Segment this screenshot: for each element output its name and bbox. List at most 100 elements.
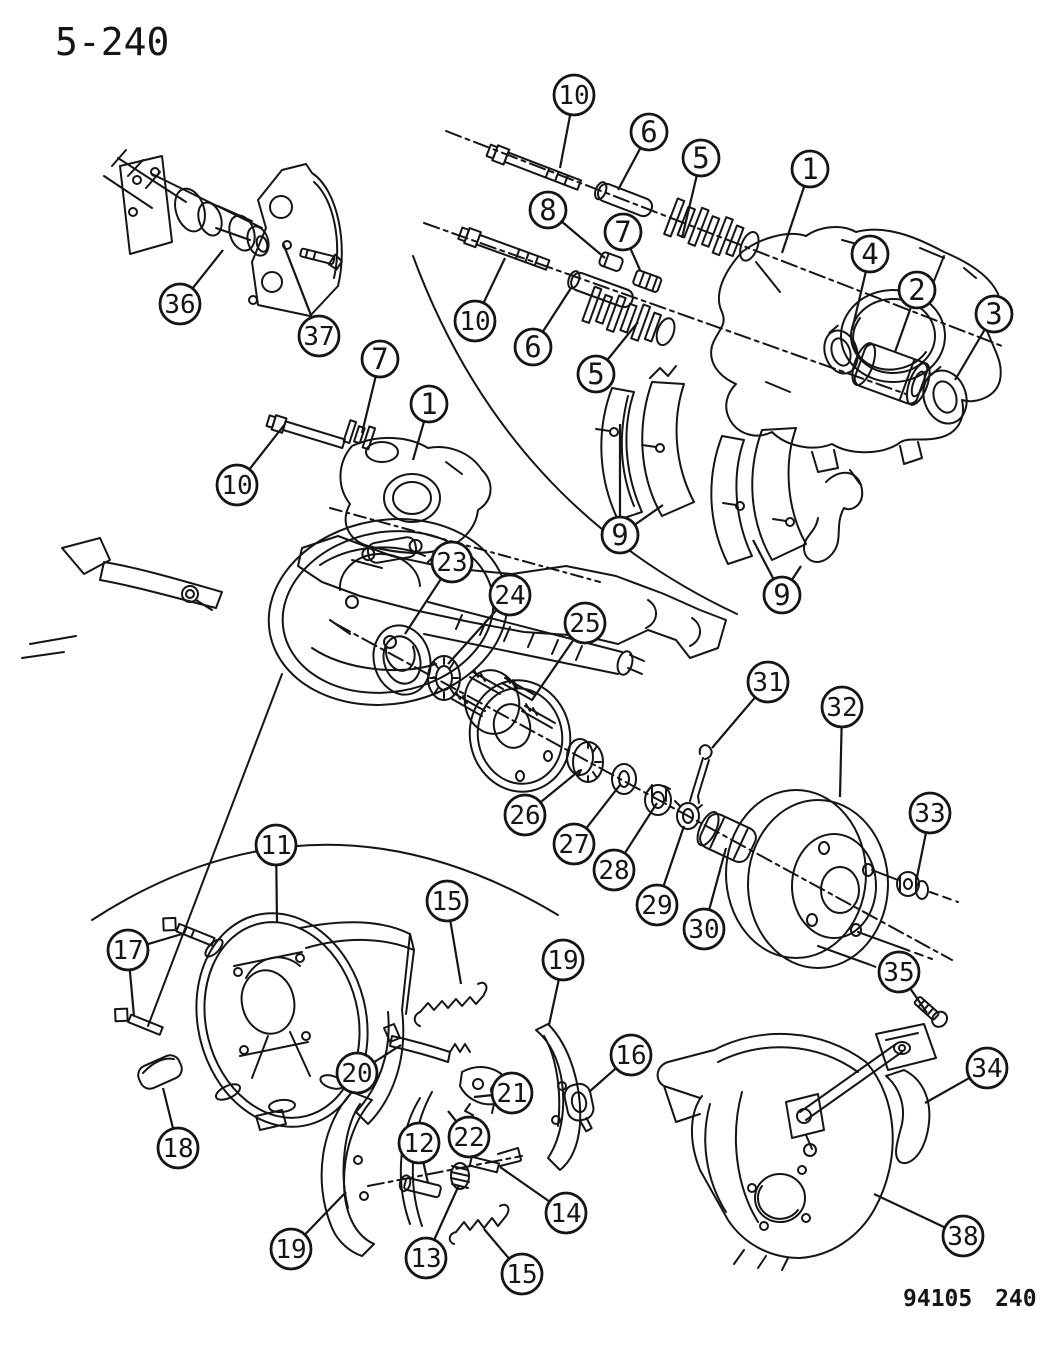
callout-33: 33 bbox=[908, 791, 952, 835]
callout-leader-2 bbox=[893, 306, 913, 353]
brake-pads-9a bbox=[595, 365, 695, 521]
callout-1: 1 bbox=[790, 149, 830, 189]
callout-16: 16 bbox=[609, 1033, 653, 1077]
adjuster-spring-15b bbox=[448, 1203, 510, 1245]
svg-text:21: 21 bbox=[496, 1079, 527, 1109]
svg-text:6: 6 bbox=[640, 115, 657, 149]
svg-text:35: 35 bbox=[883, 958, 914, 988]
callout-17: 17 bbox=[106, 928, 150, 972]
callout-leader-10 bbox=[482, 257, 506, 304]
framing-arcs bbox=[91, 255, 738, 1027]
callout-leader-19 bbox=[547, 979, 560, 1026]
return-spring-15a bbox=[413, 981, 488, 1027]
callout-leader-7 bbox=[629, 247, 642, 271]
callout-37: 37 bbox=[297, 314, 341, 358]
callout-leader-28 bbox=[623, 802, 658, 854]
piston-boot-3 bbox=[922, 365, 968, 425]
svg-text:37: 37 bbox=[303, 322, 334, 352]
callout-leader-17 bbox=[146, 932, 183, 946]
callout-15: 15 bbox=[425, 879, 469, 923]
svg-text:15: 15 bbox=[506, 1260, 537, 1290]
callout-leader-7 bbox=[360, 376, 377, 434]
svg-text:29: 29 bbox=[641, 891, 672, 921]
svg-text:27: 27 bbox=[558, 830, 589, 860]
svg-text:5: 5 bbox=[587, 357, 604, 391]
caliper-1 bbox=[710, 226, 1002, 485]
svg-text:1: 1 bbox=[801, 152, 818, 186]
callout-9: 9 bbox=[762, 575, 802, 615]
svg-text:11: 11 bbox=[260, 831, 291, 861]
splash-shield-38 bbox=[656, 1032, 903, 1271]
strut-bracket-34 bbox=[875, 1023, 937, 1164]
piston-seal-4 bbox=[823, 324, 859, 375]
svg-text:2: 2 bbox=[908, 273, 925, 307]
adjuster-clevis-14 bbox=[468, 1147, 522, 1174]
callout-6: 6 bbox=[513, 327, 553, 367]
callout-32: 32 bbox=[820, 685, 864, 729]
callout-19: 19 bbox=[269, 1227, 313, 1271]
svg-text:10: 10 bbox=[221, 471, 252, 501]
callout-leader-17 bbox=[128, 969, 136, 1017]
svg-text:6: 6 bbox=[524, 330, 541, 364]
callout-1: 1 bbox=[409, 384, 449, 424]
callout-leader-37 bbox=[281, 242, 313, 318]
svg-text:10: 10 bbox=[459, 307, 490, 337]
callout-leader-32 bbox=[838, 726, 843, 798]
callout-23: 23 bbox=[430, 540, 474, 584]
mounting-screw-17a bbox=[162, 916, 216, 947]
callout-35: 35 bbox=[877, 950, 921, 994]
callout-leader-12 bbox=[422, 1162, 430, 1184]
callout-leader-34 bbox=[924, 1076, 971, 1104]
callout-leader-10 bbox=[248, 423, 286, 470]
thrust-washer-27 bbox=[611, 763, 637, 795]
callout-21: 21 bbox=[490, 1071, 534, 1115]
svg-text:18: 18 bbox=[162, 1134, 193, 1164]
callout-leader-19 bbox=[304, 1191, 347, 1236]
callout-34: 34 bbox=[965, 1046, 1009, 1090]
parking-strut-20 bbox=[383, 1023, 471, 1063]
callout-10: 10 bbox=[215, 463, 259, 507]
callout-10: 10 bbox=[453, 299, 497, 343]
callout-leader-15 bbox=[483, 1228, 510, 1260]
callout-leader-31 bbox=[711, 696, 756, 749]
callout-5: 5 bbox=[681, 138, 721, 178]
callout-22: 22 bbox=[447, 1115, 491, 1159]
svg-text:34: 34 bbox=[971, 1054, 1002, 1084]
svg-text:9: 9 bbox=[773, 578, 790, 612]
bearing-24 bbox=[427, 655, 461, 701]
callout-6: 6 bbox=[629, 112, 669, 152]
callout-leader-9 bbox=[634, 504, 664, 526]
bearing-26 bbox=[566, 738, 604, 783]
callout-leader-5 bbox=[680, 175, 698, 239]
svg-text:23: 23 bbox=[436, 548, 467, 578]
svg-text:16: 16 bbox=[615, 1041, 646, 1071]
callout-leader-25 bbox=[531, 638, 575, 701]
svg-text:20: 20 bbox=[341, 1059, 372, 1089]
callout-12: 12 bbox=[397, 1121, 441, 1165]
callout-7: 7 bbox=[603, 212, 643, 252]
axle-flange-36 bbox=[119, 155, 270, 257]
wheel-cylinder-boot-16 bbox=[563, 1082, 595, 1133]
callout-leader-29 bbox=[662, 825, 686, 887]
svg-text:33: 33 bbox=[914, 799, 945, 829]
callout-14: 14 bbox=[544, 1191, 588, 1235]
svg-text:9: 9 bbox=[611, 518, 628, 552]
callout-29: 29 bbox=[635, 883, 679, 927]
grease-seal-23 bbox=[372, 624, 432, 696]
brake-pads-9b bbox=[710, 427, 864, 565]
callout-leader-38 bbox=[873, 1193, 946, 1229]
callout-2: 2 bbox=[897, 270, 937, 310]
doc-code: 94105 240 bbox=[903, 1286, 1037, 1312]
pin-boot-5b bbox=[581, 285, 676, 347]
svg-text:5: 5 bbox=[692, 141, 709, 175]
dust-shield-37 bbox=[248, 163, 343, 317]
callout-10: 10 bbox=[552, 73, 596, 117]
callout-leader-21 bbox=[473, 1094, 493, 1099]
callout-leader-8 bbox=[561, 220, 606, 259]
callout-15: 15 bbox=[500, 1252, 544, 1296]
callout-leader-15 bbox=[449, 920, 463, 985]
guide-pin-bolt-10a bbox=[485, 143, 583, 191]
callout-leader-16 bbox=[588, 1067, 617, 1093]
